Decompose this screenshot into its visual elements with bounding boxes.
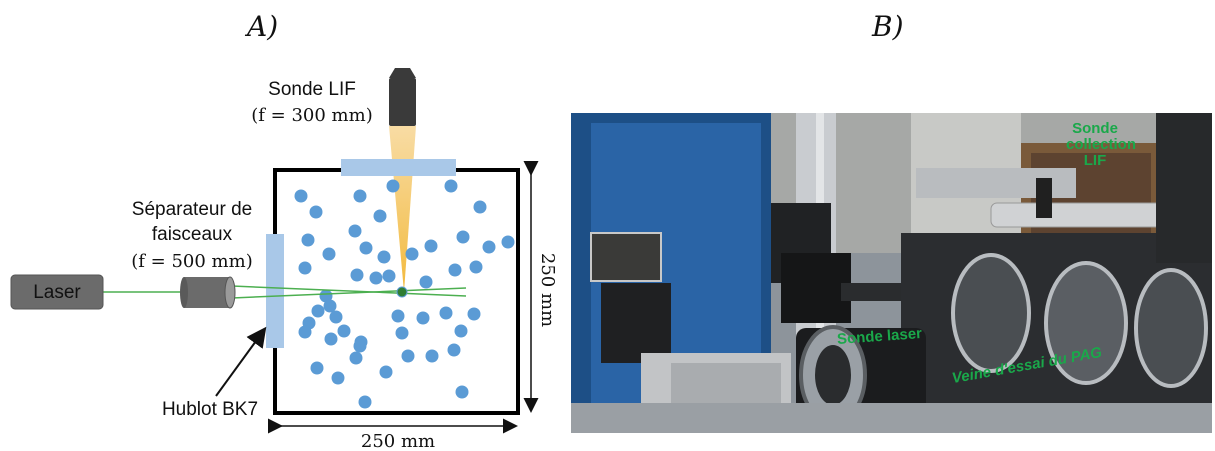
- particle: [391, 309, 405, 323]
- particle: [395, 326, 409, 340]
- splitter-label-1: Séparateur de: [132, 199, 252, 220]
- particle: [353, 339, 367, 353]
- particle: [501, 235, 515, 249]
- particle: [323, 299, 337, 313]
- probe-volume: [396, 286, 408, 298]
- panel-label-b: B): [872, 10, 904, 43]
- particle: [386, 179, 400, 193]
- particle: [373, 209, 387, 223]
- particle: [319, 289, 333, 303]
- particle: [379, 365, 393, 379]
- particle: [467, 307, 481, 321]
- particle: [416, 311, 430, 325]
- particle: [353, 189, 367, 203]
- particle: [311, 304, 325, 318]
- laser-box: [10, 274, 104, 310]
- probe-focal: (f = 300 mm): [251, 105, 372, 126]
- particle: [294, 189, 308, 203]
- particle: [350, 268, 364, 282]
- panel-label-a: A): [247, 10, 279, 43]
- splitter-label-2: faisceaux: [152, 224, 233, 245]
- particle: [405, 247, 419, 261]
- particle: [447, 343, 461, 357]
- particle: [419, 275, 433, 289]
- photo-label-lif-probe: Sonde collection LIF: [1066, 120, 1137, 169]
- particle: [331, 371, 345, 385]
- particle: [358, 395, 372, 409]
- particle: [337, 324, 351, 338]
- particle: [469, 260, 483, 274]
- photo-illustration: [571, 113, 1212, 433]
- focusing-lens-icon: [180, 276, 236, 309]
- particle: [401, 349, 415, 363]
- collection-cone: [389, 126, 416, 292]
- laser-label: Laser: [33, 282, 81, 303]
- laser-beams: [103, 285, 467, 299]
- lif-setup-diagram: Laser Sonde LIF (f = 300 mm) Séparateur …: [10, 68, 558, 451]
- particle: [448, 263, 462, 277]
- particle: [377, 250, 391, 264]
- particle: [298, 325, 312, 339]
- particle: [439, 306, 453, 320]
- side-window-bk7: [266, 234, 284, 348]
- width-dimension: 250 mm: [361, 431, 435, 451]
- particle: [359, 241, 373, 255]
- particle: [455, 385, 469, 399]
- particle: [456, 230, 470, 244]
- particle: [369, 271, 383, 285]
- experimental-setup-photo: Sonde collection LIF Sonde laser Veine d…: [571, 113, 1212, 433]
- window-label: Hublot BK7: [162, 399, 258, 420]
- particle: [322, 247, 336, 261]
- particle: [324, 332, 338, 346]
- particle: [310, 361, 324, 375]
- splitter-focal: (f = 500 mm): [131, 251, 252, 272]
- particle: [444, 179, 458, 193]
- probe-title: Sonde LIF: [268, 79, 356, 100]
- particle: [382, 269, 396, 283]
- top-window: [341, 159, 456, 176]
- particle: [454, 324, 468, 338]
- particle: [309, 205, 323, 219]
- particle: [301, 233, 315, 247]
- particle: [349, 351, 363, 365]
- particle: [298, 261, 312, 275]
- particle: [329, 310, 343, 324]
- particle: [425, 349, 439, 363]
- particle: [348, 224, 362, 238]
- height-dimension: 250 mm: [537, 253, 558, 327]
- particle: [424, 239, 438, 253]
- particle: [473, 200, 487, 214]
- lif-probe-icon: [389, 68, 416, 126]
- seeding-particles: [294, 179, 515, 409]
- particle: [482, 240, 496, 254]
